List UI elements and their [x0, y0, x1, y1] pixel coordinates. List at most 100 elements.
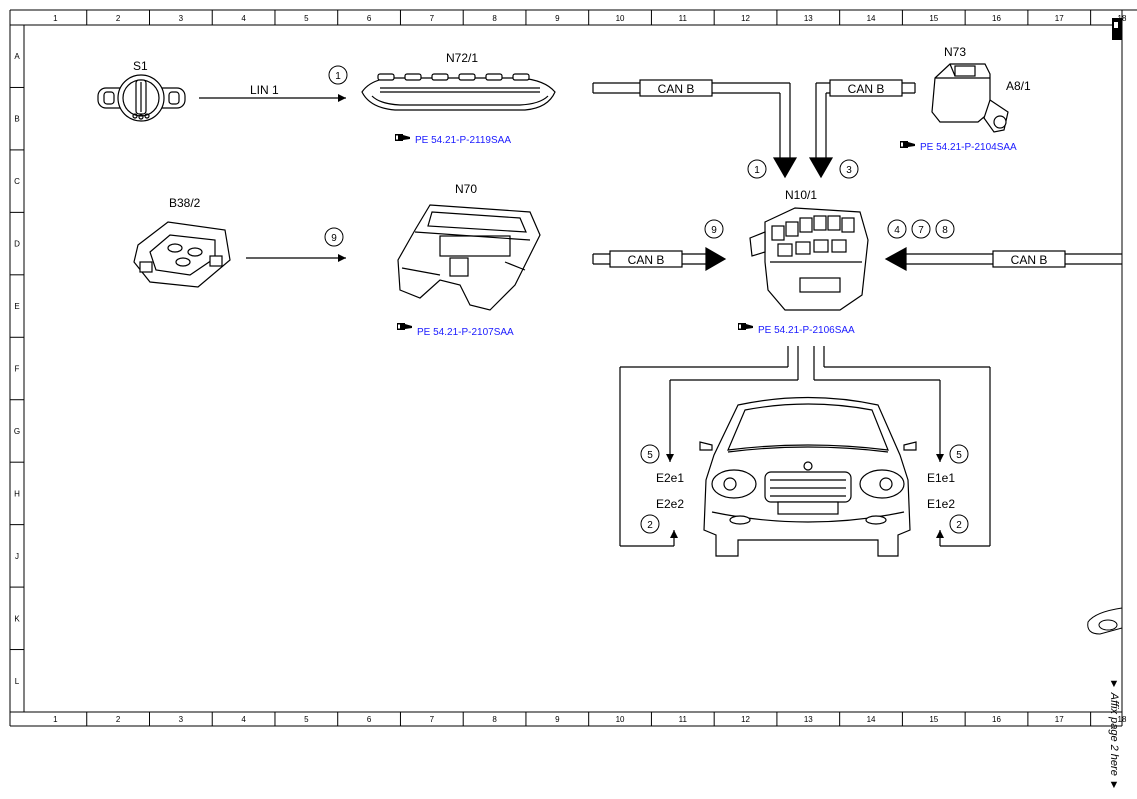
- n70-overhead-control-panel: [397, 204, 541, 311]
- e2e1-label: E2e1: [656, 471, 684, 485]
- n73-label: N73: [944, 45, 966, 59]
- row-label: A: [14, 52, 20, 61]
- b38-2-label: B38/2: [169, 196, 201, 210]
- callout-7: [911, 219, 931, 239]
- b38-2-rain-light-sensor: [133, 221, 231, 288]
- row-label: K: [14, 614, 20, 623]
- column-label: 2: [116, 14, 121, 23]
- n70-reference[interactable]: PE 54.21-P-2107SAA: [417, 327, 514, 338]
- callout-5-left: [640, 444, 660, 464]
- s1-label: S1: [133, 59, 148, 73]
- column-label: 11: [679, 14, 688, 23]
- column-label: 9: [555, 14, 560, 23]
- row-label: F: [15, 365, 20, 374]
- n73-reference[interactable]: PE 54.21-P-2104SAA: [920, 142, 1017, 153]
- column-label: 16: [992, 715, 1001, 724]
- callout-2-left: [640, 514, 660, 534]
- can-b-label-middle: CAN B: [628, 253, 665, 267]
- column-label: 5: [304, 14, 309, 23]
- column-label: 14: [867, 14, 876, 23]
- affix-page-note: ▼ Affix page 2 here ▼: [1108, 678, 1120, 791]
- column-label: 18: [1118, 715, 1127, 724]
- n72-1-reference[interactable]: PE 54.21-P-2119SAA: [415, 135, 511, 146]
- n73-ref-icon: [900, 141, 915, 148]
- n10-1-label: N10/1: [785, 188, 817, 202]
- n72-1-label: N72/1: [446, 51, 478, 65]
- row-label: D: [14, 240, 20, 249]
- can-b-label-upper-right: CAN B: [848, 82, 885, 96]
- headlamp-output-lines: [619, 346, 991, 547]
- e1e2-label: E1e2: [927, 497, 955, 511]
- callout-9-left: [324, 227, 344, 247]
- can-b-label-right: CAN B: [1011, 253, 1048, 267]
- can-b-label-upper-left: CAN B: [658, 82, 695, 96]
- callout-3: [839, 159, 859, 179]
- column-label: 6: [367, 14, 372, 23]
- a8-1-label: A8/1: [1006, 79, 1031, 93]
- column-label: 3: [179, 14, 184, 23]
- column-label: 12: [741, 14, 750, 23]
- can-b-bus-upper-right: [808, 79, 916, 179]
- callout-8-text: 8: [942, 225, 948, 236]
- n10-1-ref-icon: [738, 323, 753, 330]
- column-label: 17: [1055, 715, 1064, 724]
- row-label: L: [15, 677, 20, 686]
- e2e2-label: E2e2: [656, 497, 684, 511]
- callout-2-right: [949, 514, 969, 534]
- callout-1-can-text: 1: [754, 165, 760, 176]
- can-b-bus-upper-left: [592, 79, 798, 179]
- row-label: B: [14, 115, 19, 124]
- callout-5-right-text: 5: [956, 450, 962, 461]
- callout-2-left-text: 2: [647, 520, 653, 531]
- row-label: G: [14, 427, 20, 436]
- e1e1-label: E1e1: [927, 471, 955, 485]
- column-label: 16: [992, 14, 1001, 23]
- n70-label: N70: [455, 182, 477, 196]
- column-label: 10: [616, 14, 625, 23]
- n72-1-ref-icon: [395, 134, 410, 141]
- callout-4-text: 4: [894, 225, 900, 236]
- can-b-bus-middle: [592, 246, 727, 272]
- column-label: 1: [53, 715, 58, 724]
- page-edge-tab: [1087, 607, 1123, 635]
- column-label: 15: [929, 715, 938, 724]
- callout-5-left-text: 5: [647, 450, 653, 461]
- column-label: 4: [241, 715, 246, 724]
- callout-1-lin: [328, 65, 348, 85]
- callout-7-text: 7: [918, 225, 924, 236]
- column-label: 12: [741, 715, 750, 724]
- page-corner-marker: [1112, 18, 1122, 40]
- row-label: J: [15, 552, 19, 561]
- callout-2-right-text: 2: [956, 520, 962, 531]
- column-label: 6: [367, 715, 372, 724]
- callout-1-can: [747, 159, 767, 179]
- column-label: 13: [804, 14, 813, 23]
- column-label: 7: [430, 14, 435, 23]
- column-label: 15: [929, 14, 938, 23]
- callout-5-right: [949, 444, 969, 464]
- column-label: 9: [555, 715, 560, 724]
- column-label: 4: [241, 14, 246, 23]
- n10-1-reference[interactable]: PE 54.21-P-2106SAA: [758, 325, 855, 336]
- s1-light-switch: [97, 74, 186, 122]
- lin1-label: LIN 1: [250, 83, 279, 97]
- column-label: 3: [179, 715, 184, 724]
- n10-1-sam-control-unit: [749, 207, 869, 311]
- frame: [9, 9, 1137, 727]
- column-label: 14: [867, 715, 876, 724]
- column-label: 11: [679, 715, 688, 724]
- column-label: 5: [304, 715, 309, 724]
- column-label: 17: [1055, 14, 1064, 23]
- callout-4: [887, 219, 907, 239]
- grid-ticks: [10, 10, 1092, 726]
- column-label: 10: [616, 715, 625, 724]
- callout-1-lin-text: 1: [335, 71, 341, 82]
- n72-1-control-panel: [361, 73, 556, 111]
- row-label: H: [14, 489, 20, 498]
- column-label: 8: [492, 14, 497, 23]
- n70-ref-icon: [397, 323, 412, 330]
- vehicle-front-view: [699, 396, 917, 557]
